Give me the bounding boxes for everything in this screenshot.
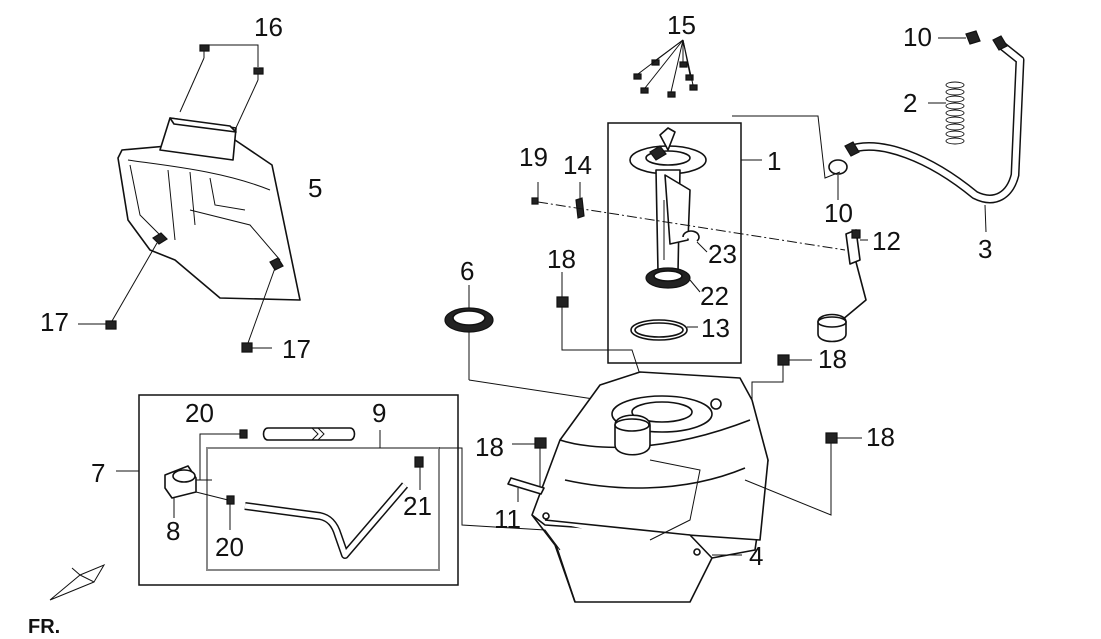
callout-18-tank-lower-right: 18 bbox=[866, 422, 895, 452]
callout-18-tank-left: 18 bbox=[475, 432, 504, 462]
bolts-15 bbox=[633, 59, 698, 98]
clamp-10-upper bbox=[965, 30, 981, 45]
callout-7: 7 bbox=[91, 458, 105, 488]
callout-8: 8 bbox=[166, 516, 180, 546]
clip-20-lower bbox=[226, 495, 235, 505]
callout-13: 13 bbox=[701, 313, 730, 343]
front-direction-arrow bbox=[49, 563, 106, 601]
callout-6: 6 bbox=[460, 256, 474, 286]
vent-hose-top bbox=[262, 427, 356, 441]
callout-15: 15 bbox=[667, 10, 696, 40]
callout-1: 1 bbox=[767, 146, 781, 176]
callout-19: 19 bbox=[519, 142, 548, 172]
callout-4: 4 bbox=[749, 541, 763, 571]
front-direction-label: FR. bbox=[28, 616, 60, 638]
callout-20-upper: 20 bbox=[185, 398, 214, 428]
vent-pipe-box bbox=[206, 447, 440, 571]
bolt-18-upper bbox=[556, 296, 569, 313]
fuel-level-sender bbox=[817, 229, 867, 343]
callout-20-lower: 20 bbox=[215, 532, 244, 562]
callout-14: 14 bbox=[563, 150, 592, 180]
callout-11: 11 bbox=[494, 504, 521, 534]
callout-17-right: 17 bbox=[282, 334, 311, 364]
callout-23: 23 bbox=[708, 239, 737, 269]
clip-20-upper bbox=[239, 429, 248, 439]
clamp-10-lower bbox=[828, 159, 848, 175]
clip-23 bbox=[682, 230, 700, 242]
holder-8 bbox=[164, 465, 197, 499]
bolt-18-right-lower bbox=[825, 432, 838, 450]
vent-group-box bbox=[138, 394, 459, 586]
bolt-18-right-upper bbox=[777, 354, 790, 372]
bolt-16 bbox=[199, 44, 264, 80]
o-ring-13 bbox=[630, 319, 688, 341]
callout-5: 5 bbox=[308, 173, 322, 203]
drain-tube-11 bbox=[507, 477, 545, 495]
fuel-hose-3 bbox=[844, 35, 1025, 204]
clip-21 bbox=[414, 456, 424, 468]
callout-22: 22 bbox=[700, 281, 729, 311]
fuel-tank-cover bbox=[117, 117, 301, 301]
callout-16: 16 bbox=[254, 12, 283, 42]
screw-19 bbox=[531, 197, 539, 205]
callout-12: 12 bbox=[872, 226, 901, 256]
callout-3: 3 bbox=[978, 234, 992, 264]
callout-17-left: 17 bbox=[40, 307, 69, 337]
vent-pipe-9 bbox=[244, 482, 409, 559]
fuel-tank bbox=[531, 371, 769, 603]
clip-17 bbox=[105, 320, 253, 353]
fuel-pump-assembly bbox=[629, 127, 707, 289]
callout-18-tank-upper-right: 18 bbox=[818, 344, 847, 374]
callout-18-pump: 18 bbox=[547, 244, 576, 274]
filler-seal-6 bbox=[444, 307, 494, 333]
callout-21: 21 bbox=[403, 491, 432, 521]
fuel-pump-group-box bbox=[607, 122, 742, 364]
callout-2: 2 bbox=[903, 88, 917, 118]
bolt-18-left bbox=[534, 437, 547, 486]
callout-10-lower: 10 bbox=[824, 198, 853, 228]
callout-9: 9 bbox=[372, 398, 386, 428]
callout-10-upper: 10 bbox=[903, 22, 932, 52]
spring-2 bbox=[945, 81, 965, 145]
